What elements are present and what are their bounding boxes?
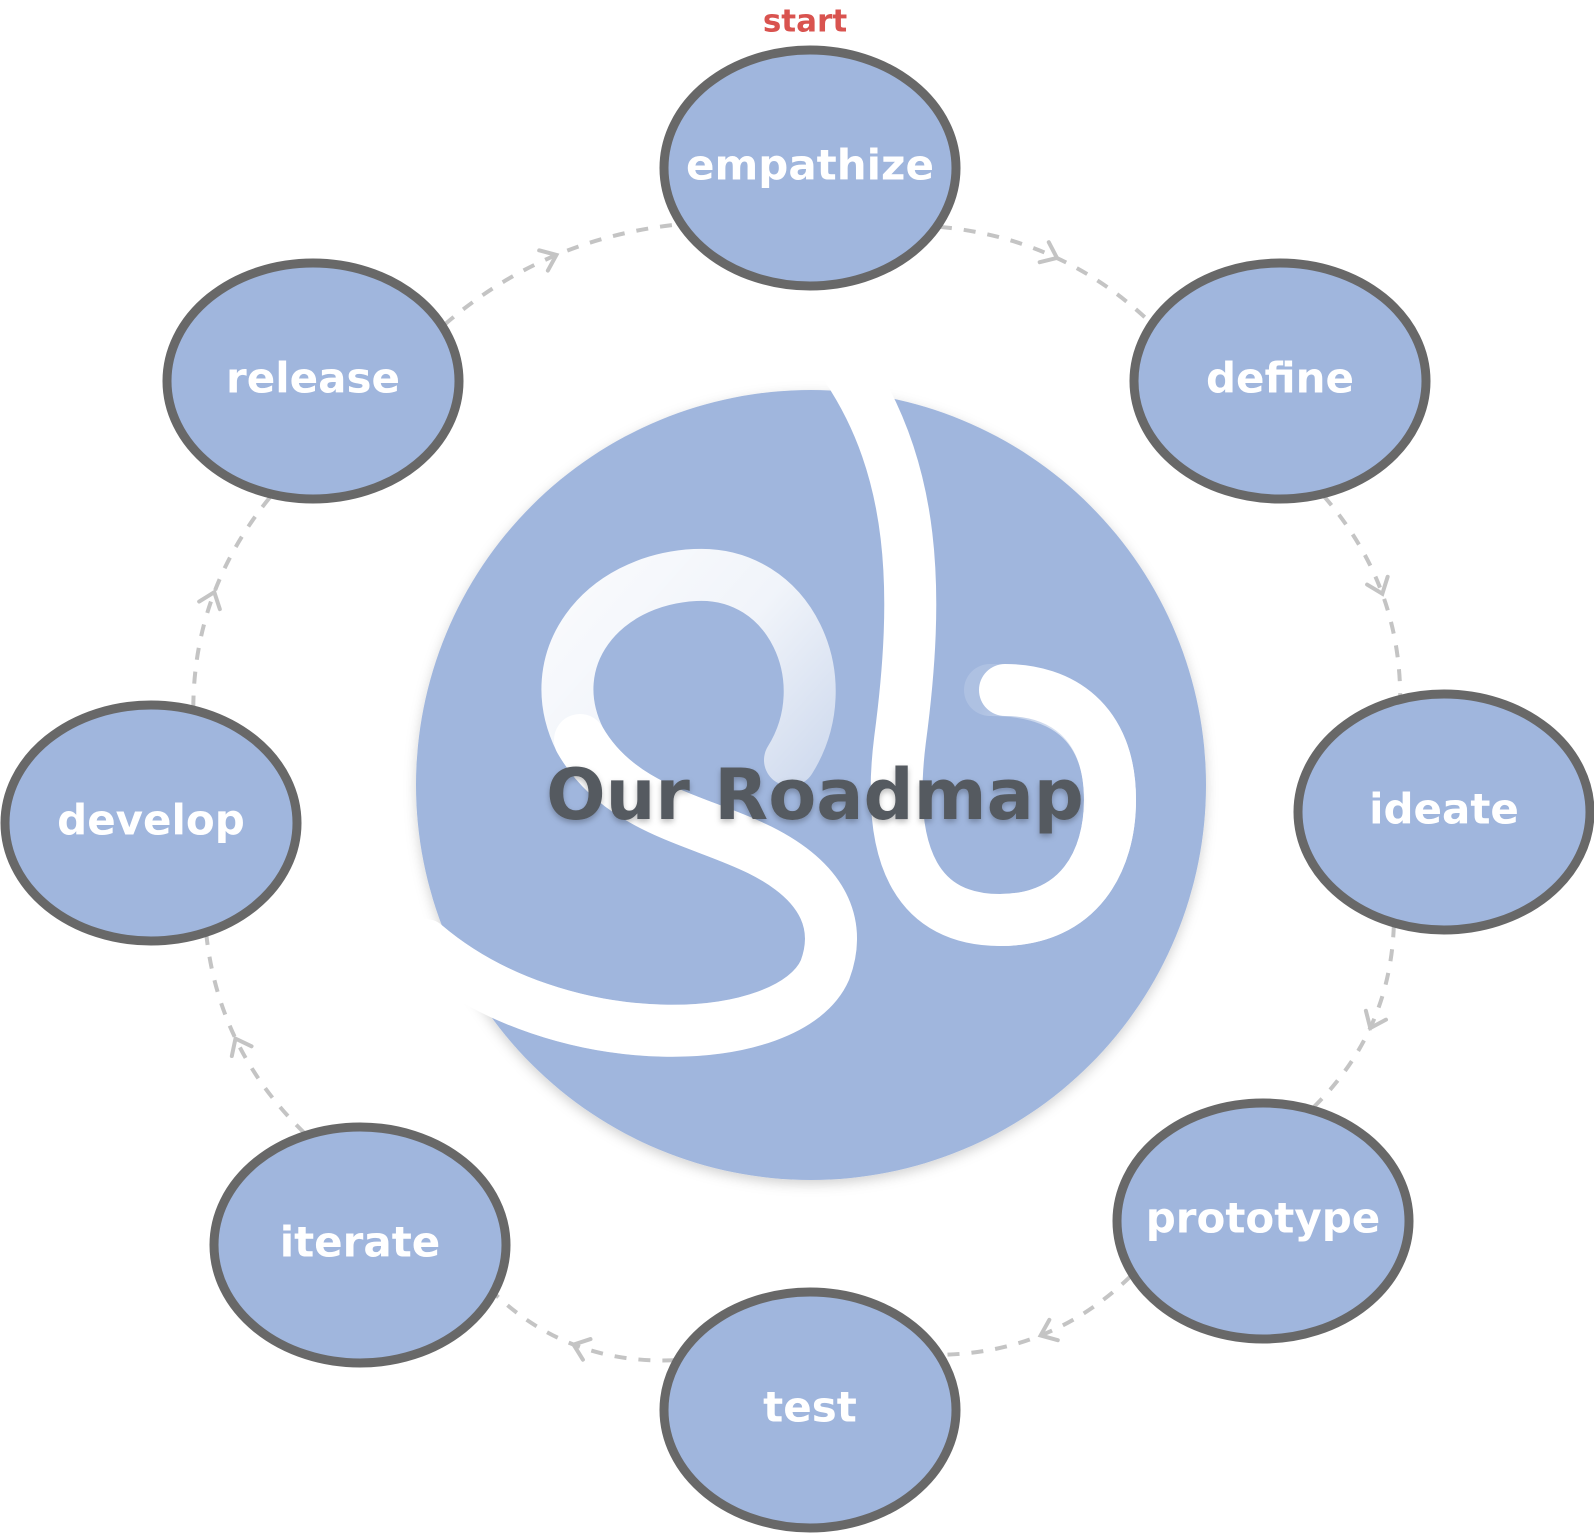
step-node-release: release xyxy=(162,258,464,504)
swirl-logo-icon xyxy=(399,342,1136,1057)
connector-layer xyxy=(191,222,1403,1363)
step-node-label: iterate xyxy=(280,1218,441,1267)
step-node-label: develop xyxy=(57,796,245,845)
step-node-shape xyxy=(209,1122,511,1368)
step-node-label: release xyxy=(226,354,400,403)
step-node-prototype: prototype xyxy=(1112,1098,1414,1344)
connector-prototype-to-test xyxy=(942,1274,1133,1357)
step-node-test: test xyxy=(659,1287,961,1533)
connector-arrow-icon xyxy=(1037,240,1060,265)
diagram-title: Our Roadmap xyxy=(546,754,1084,836)
step-node-label: define xyxy=(1206,354,1354,403)
connector-empathize-to-define xyxy=(939,224,1152,324)
step-node-develop: develop xyxy=(0,700,302,946)
connector-arrow-icon xyxy=(197,589,222,612)
connector-arrow-icon xyxy=(1365,574,1390,597)
step-node-label: prototype xyxy=(1146,1194,1381,1243)
connector-arrow-icon xyxy=(229,1035,254,1059)
connector-test-to-iterate xyxy=(494,1293,675,1363)
step-node-label: test xyxy=(763,1383,857,1432)
step-node-shape xyxy=(0,700,302,946)
step-node-label: empathize xyxy=(686,141,934,190)
step-node-shape xyxy=(1112,1098,1414,1344)
step-node-shape xyxy=(162,258,464,504)
start-label: start xyxy=(763,4,847,40)
step-node-define: define xyxy=(1129,258,1431,504)
step-node-shape xyxy=(659,1287,961,1533)
step-node-shape xyxy=(1293,689,1594,935)
step-node-iterate: iterate xyxy=(209,1122,511,1368)
connector-develop-to-release xyxy=(191,495,273,708)
connector-release-to-empathize xyxy=(443,222,679,327)
step-node-shape xyxy=(1129,258,1431,504)
step-node-empathize: empathize xyxy=(659,45,961,291)
connector-iterate-to-develop xyxy=(204,934,307,1135)
connector-arrow-icon xyxy=(1037,1317,1060,1343)
swirl-tail xyxy=(399,714,857,1057)
step-node-layer: empathize define ideate prototype test iterat… xyxy=(0,45,1594,1533)
connector-arrow-icon xyxy=(570,1337,593,1362)
connector-arrow-icon xyxy=(537,248,560,273)
swirl-right-loop xyxy=(964,664,1136,946)
connector-ideate-to-prototype xyxy=(1311,925,1396,1110)
connector-define-to-ideate xyxy=(1322,494,1403,697)
connector-arrow-icon xyxy=(1363,1008,1389,1031)
step-node-ideate: ideate xyxy=(1293,689,1594,935)
step-node-shape xyxy=(659,45,961,291)
step-node-label: ideate xyxy=(1369,785,1519,834)
